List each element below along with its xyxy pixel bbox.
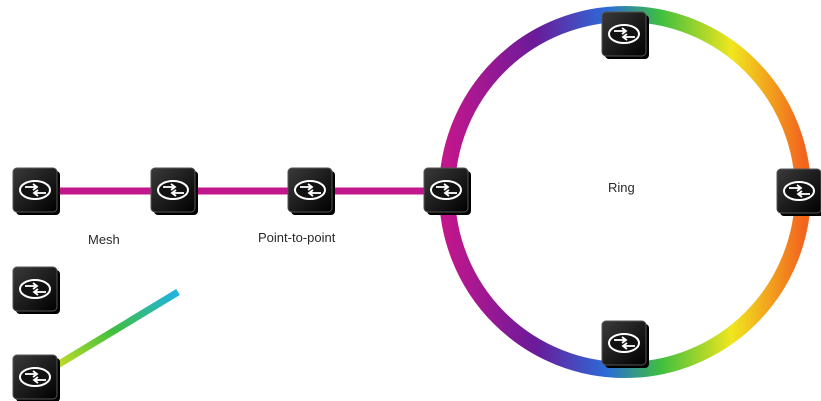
node-ring-left: [423, 167, 471, 215]
router-icon: [783, 181, 815, 201]
node-ring-right: [776, 168, 821, 216]
node-point-to-point: [287, 167, 335, 215]
router-icon: [19, 367, 51, 387]
node-mesh-top-left: [12, 167, 60, 215]
node-mesh-bottom-left: [12, 354, 60, 401]
node-mesh-middle-left: [12, 266, 60, 314]
router-icon: [19, 180, 51, 200]
router-icon: [430, 180, 462, 200]
node-ring-bottom: [601, 320, 649, 368]
router-icon: [157, 180, 189, 200]
point-to-point-label: Point-to-point: [258, 230, 336, 245]
node-ring-top: [601, 11, 649, 59]
router-icon: [19, 279, 51, 299]
router-icon: [608, 333, 640, 353]
router-icon: [608, 24, 640, 44]
ring-label: Ring: [608, 180, 635, 195]
mesh-label: Mesh: [88, 232, 120, 247]
node-mesh-top-middle: [150, 167, 198, 215]
router-icon: [294, 180, 326, 200]
